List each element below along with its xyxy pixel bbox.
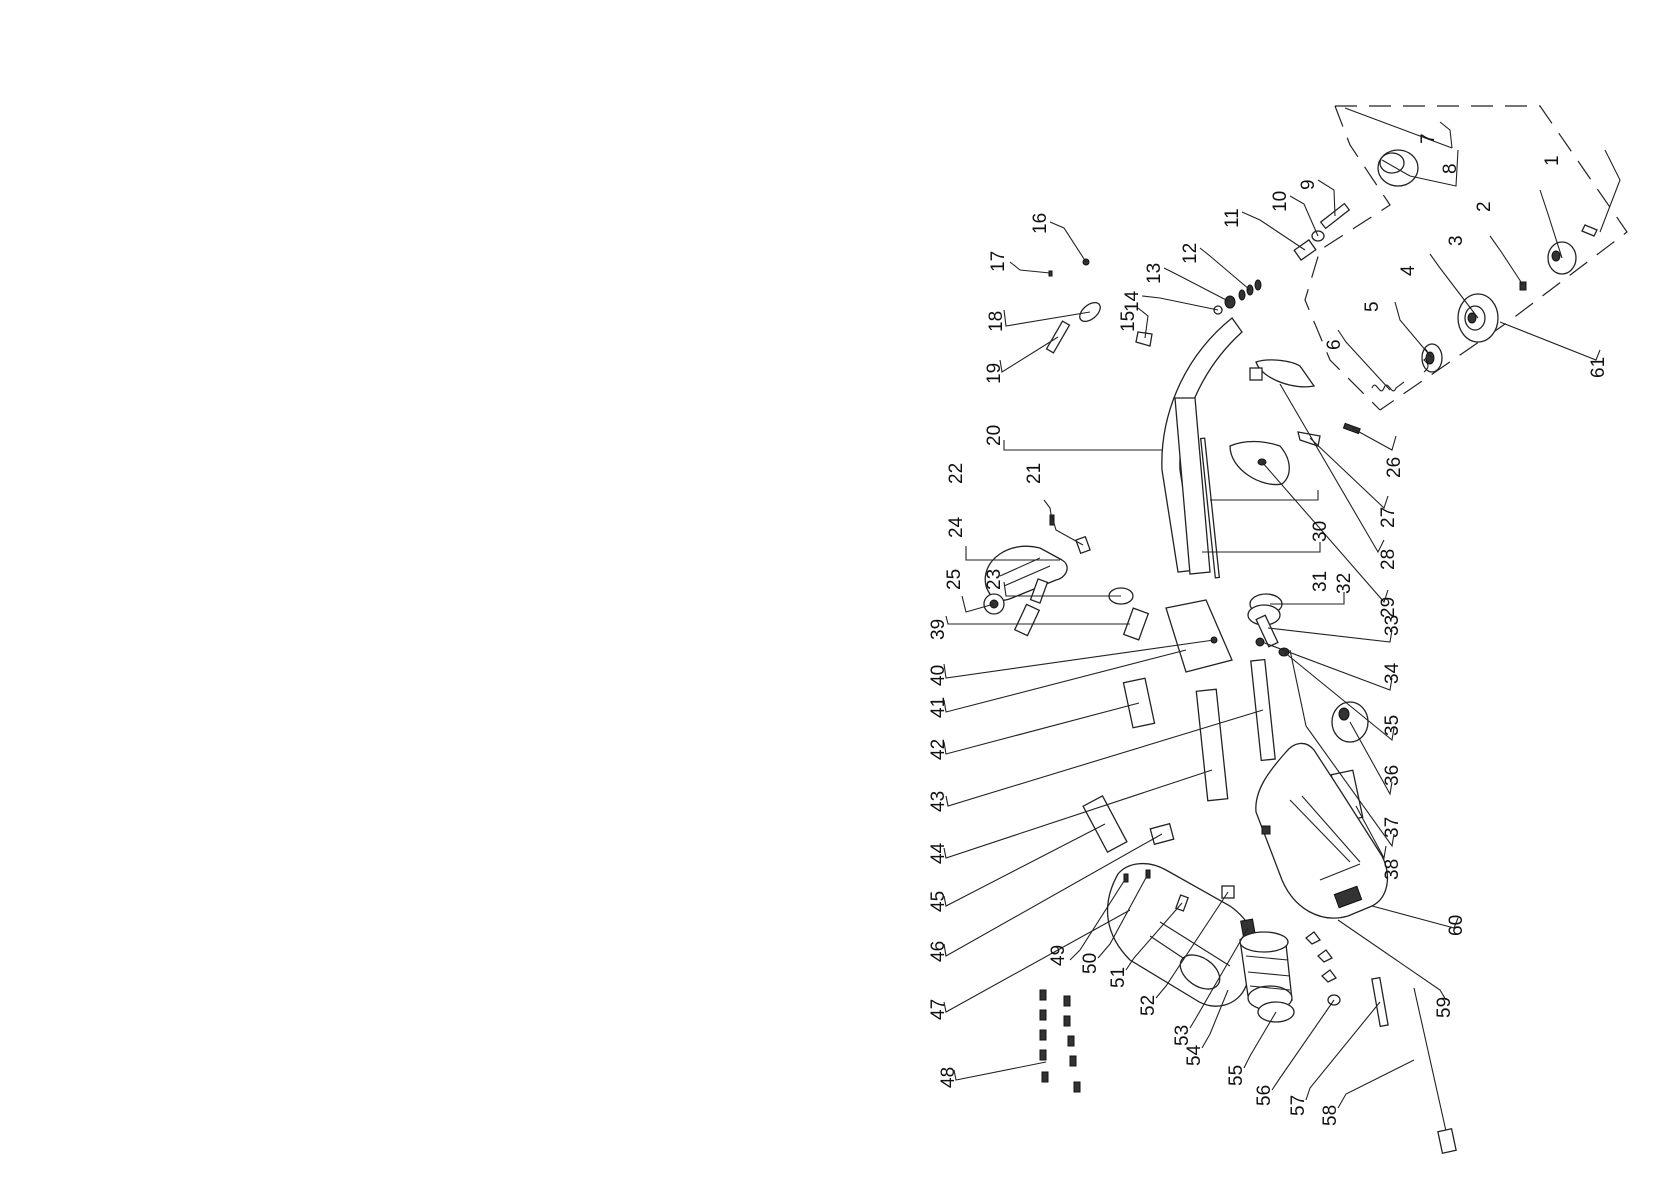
label-49: 49: [1048, 945, 1069, 966]
label-48: 48: [938, 1067, 959, 1088]
part-3-shape: [1519, 281, 1527, 291]
label-55: 55: [1226, 1065, 1247, 1086]
label-1: 1: [1542, 155, 1563, 166]
label-52: 52: [1138, 995, 1159, 1016]
label-22: 22: [946, 463, 967, 484]
label-11: 11: [1222, 208, 1243, 228]
part-switch-2-shape: [1029, 578, 1049, 604]
label-32: 32: [1334, 573, 1355, 594]
part-31-shape: [1174, 397, 1211, 575]
label-2: 2: [1474, 201, 1495, 212]
part-switch-shape: [1013, 603, 1041, 637]
part-58-shape: [1413, 987, 1457, 1154]
label-21: 21: [1024, 463, 1045, 484]
part-6-shape: [1371, 381, 1405, 392]
label-15: 15: [1118, 311, 1139, 332]
label-41: 41: [928, 697, 949, 718]
label-5: 5: [1362, 301, 1383, 312]
label-50: 50: [1080, 953, 1101, 974]
part-12-shape: [1238, 279, 1262, 301]
label-46: 46: [928, 941, 949, 962]
part-56-shape: [1305, 931, 1341, 1006]
label-7: 7: [1418, 133, 1439, 144]
label-61: 61: [1588, 357, 1609, 378]
label-17: 17: [988, 251, 1009, 272]
part-55-shape: [1239, 931, 1295, 1023]
label-31: 31: [1310, 571, 1331, 592]
label-12: 12: [1180, 243, 1201, 264]
label-42: 42: [928, 739, 949, 760]
label-14: 14: [1122, 290, 1143, 312]
part-number-labels: 1 2 3 4 5 6 7 8 9 10 11 12 13 14 15 16 1…: [928, 133, 1609, 1126]
part-28-shape: [1249, 359, 1316, 388]
label-47: 47: [928, 999, 949, 1020]
label-4: 4: [1398, 265, 1419, 276]
label-33: 33: [1382, 615, 1403, 636]
label-18: 18: [986, 311, 1007, 332]
label-38: 38: [1382, 859, 1403, 880]
label-53: 53: [1172, 1025, 1193, 1046]
part-8-shape: [1377, 149, 1419, 187]
label-9: 9: [1298, 179, 1319, 190]
label-58: 58: [1320, 1105, 1341, 1126]
label-56: 56: [1254, 1085, 1275, 1106]
label-16: 16: [1030, 213, 1051, 234]
label-27: 27: [1378, 507, 1399, 528]
part-20-shape: [1161, 317, 1243, 573]
part-60-shape: [1255, 742, 1389, 919]
label-20: 20: [984, 425, 1005, 446]
label-8: 8: [1440, 163, 1461, 174]
label-6: 6: [1324, 339, 1345, 350]
label-59: 59: [1434, 997, 1455, 1018]
label-39: 39: [928, 619, 949, 640]
part-17-shape: [1048, 270, 1053, 277]
label-25: 25: [944, 569, 965, 590]
label-35: 35: [1382, 715, 1403, 736]
label-54: 54: [1184, 1044, 1205, 1066]
label-23: 23: [984, 569, 1005, 590]
part-1-shape: [1581, 224, 1598, 237]
label-40: 40: [928, 665, 949, 686]
label-13: 13: [1144, 263, 1165, 284]
part-shapes: [983, 107, 1598, 1154]
part-34-shape: [1255, 637, 1265, 647]
part-37-shape: [1289, 649, 1307, 727]
label-30: 30: [1310, 521, 1331, 542]
part-39-shape: [1122, 607, 1150, 641]
part-30-shape: [1199, 437, 1221, 579]
label-57: 57: [1288, 1095, 1309, 1116]
part-29-shape: [1229, 440, 1290, 486]
part-7-shape: [1344, 107, 1453, 149]
label-44: 44: [928, 842, 949, 864]
label-24: 24: [946, 516, 967, 538]
label-19: 19: [984, 363, 1005, 384]
label-60: 60: [1446, 915, 1467, 936]
label-10: 10: [1270, 191, 1291, 212]
part-48-shape: [1039, 989, 1081, 1093]
part-15-shape: [1135, 331, 1153, 347]
label-29: 29: [1378, 597, 1399, 618]
label-34: 34: [1382, 662, 1403, 684]
label-3: 3: [1446, 235, 1467, 246]
dashed-group-boundary: [1304, 105, 1628, 411]
label-37: 37: [1382, 817, 1403, 838]
label-45: 45: [928, 891, 949, 912]
label-28: 28: [1378, 549, 1399, 570]
part-59-shape: [1261, 825, 1271, 835]
part-44-shape: [1195, 688, 1229, 802]
leader-lines: [943, 121, 1621, 1109]
label-36: 36: [1382, 765, 1403, 786]
label-51: 51: [1108, 967, 1129, 988]
part-47-shape: [1106, 863, 1259, 1007]
label-26: 26: [1384, 457, 1405, 478]
label-43: 43: [928, 791, 949, 812]
part-41-shape: [1165, 599, 1233, 673]
